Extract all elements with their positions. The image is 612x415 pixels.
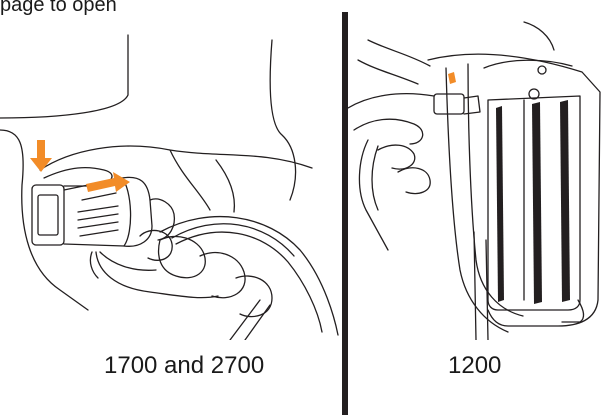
frame-outline [428, 54, 600, 326]
connector-body [32, 185, 64, 245]
press-down-arrow [30, 140, 52, 172]
right-illustration [348, 0, 612, 340]
panel-divider [342, 12, 348, 415]
caption-left: 1700 and 2700 [104, 352, 264, 380]
cylinder-stripe [560, 100, 570, 302]
latch-highlight [448, 72, 456, 84]
cylinder-stripe [496, 106, 504, 302]
cylinder-stripe [532, 102, 542, 304]
caption-right: 1200 [448, 352, 501, 380]
hand-outline [348, 94, 434, 108]
pull-right-arrow [86, 172, 130, 192]
hand-outline [40, 146, 312, 170]
device-outline [0, 35, 128, 118]
left-illustration [0, 0, 342, 340]
